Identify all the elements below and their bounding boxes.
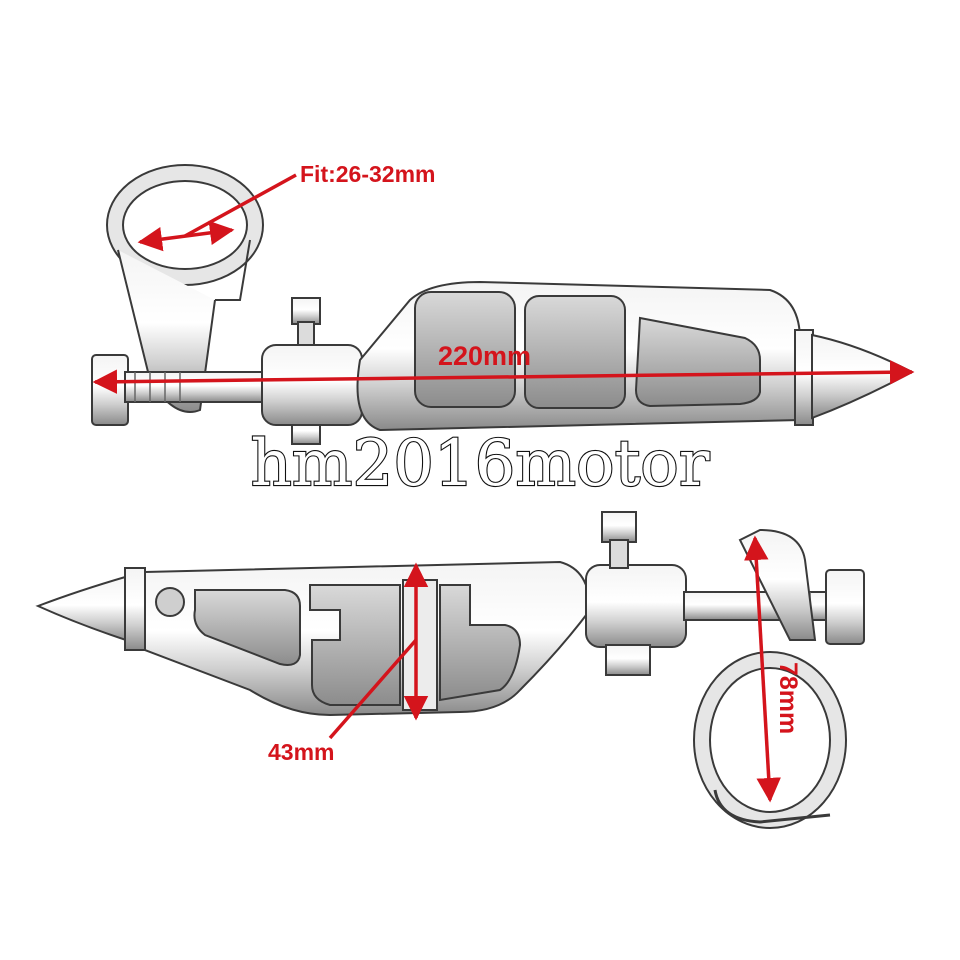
- bottom-bolt-head-icon: [825, 569, 865, 645]
- fit-leader-line: [184, 173, 297, 238]
- clamp-height-arrow: [744, 535, 781, 803]
- watermark: hm2016motor: [251, 427, 710, 501]
- bottom-pad-3: [439, 584, 522, 702]
- top-footpeg: [91, 164, 915, 445]
- bottom-spike-icon: [35, 573, 133, 644]
- fit-label: Fit:26-32mm: [300, 161, 435, 187]
- bottom-top-nut-icon: [601, 511, 637, 543]
- dimension-arrows: [92, 173, 915, 803]
- top-pad-2: [524, 295, 626, 409]
- bottom-footpeg: [35, 511, 865, 829]
- bottom-lower-nut-icon: [605, 644, 651, 676]
- width-label: 43mm: [268, 739, 334, 765]
- bottom-pad-1: [193, 589, 301, 666]
- clamp-height-label: 78mm: [774, 662, 802, 734]
- length-label: 220mm: [438, 341, 531, 371]
- length-arrow: [92, 360, 915, 394]
- width-leader-line: [328, 638, 418, 740]
- bottom-pad-2: [309, 584, 401, 706]
- top-spike-icon: [811, 333, 915, 420]
